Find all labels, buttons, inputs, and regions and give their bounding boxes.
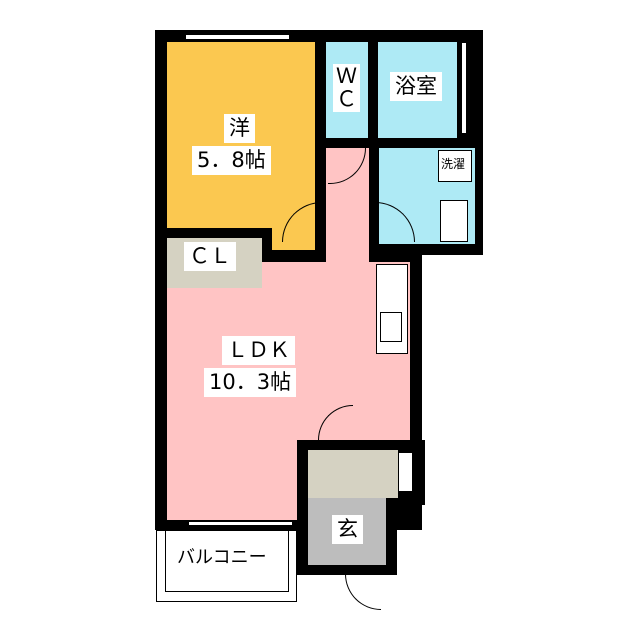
entrance-door[interactable]: [345, 572, 381, 610]
laundry-label: 洗濯: [440, 155, 467, 173]
window: [188, 521, 293, 526]
closet-label: ＣＬ: [184, 242, 236, 271]
wc-label: Ｗ Ｃ: [333, 64, 360, 112]
window: [461, 42, 467, 134]
shoe-cabinet: [398, 452, 413, 492]
western-room-size: 5．8帖: [192, 146, 271, 175]
balcony-label: バルコニー: [172, 543, 272, 572]
washbasin: [440, 200, 468, 242]
balcony-inner: [165, 530, 289, 592]
window: [185, 34, 290, 40]
kitchen-counter: [376, 264, 408, 354]
sink: [380, 312, 402, 342]
entry-storage: [308, 450, 398, 498]
entrance-label: 玄: [332, 515, 363, 544]
ldk-name: ＬＤＫ: [222, 336, 295, 365]
western-room-name: 洋: [224, 114, 255, 143]
ldk-size: 10．3帖: [204, 368, 297, 397]
ldk-room-lower: [167, 440, 297, 520]
bath-label: 浴室: [390, 72, 442, 101]
